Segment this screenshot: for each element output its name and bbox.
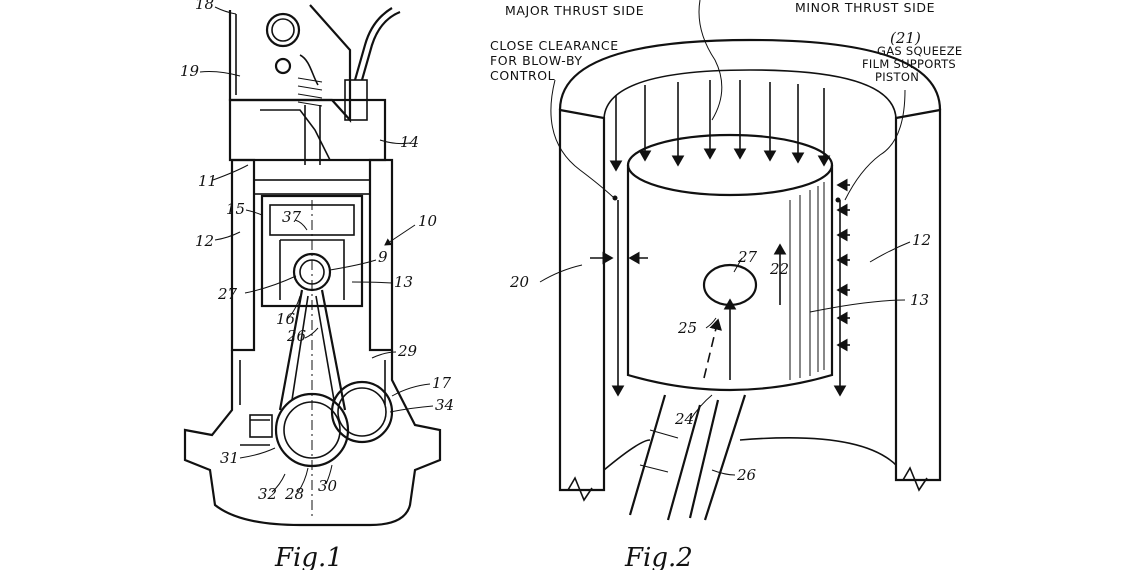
ref-19: 19 bbox=[180, 62, 200, 80]
ref-13: 13 bbox=[394, 273, 413, 291]
label-close-clearance-3: CONTROL bbox=[490, 68, 555, 83]
ref-28: 28 bbox=[284, 485, 304, 503]
figure-2-piston-bore: MAJOR THRUST SIDE MINOR THRUST SIDE CLOS… bbox=[490, 0, 962, 573]
ref-25: 25 bbox=[677, 319, 697, 337]
label-gas-squeeze-1: GAS SQUEEZE bbox=[877, 44, 962, 58]
ref-10: 10 bbox=[418, 212, 438, 230]
gas-pressure-arrows bbox=[609, 80, 831, 172]
ref-34: 34 bbox=[435, 396, 454, 414]
ref-29: 29 bbox=[397, 342, 418, 360]
ref-20: 20 bbox=[509, 273, 530, 291]
ref-16: 16 bbox=[276, 310, 296, 328]
figure-1-caption: Fig.1 bbox=[274, 543, 343, 570]
figure-2-caption: Fig.2 bbox=[624, 543, 693, 570]
ref-14: 14 bbox=[400, 133, 419, 151]
ref-12: 12 bbox=[195, 232, 214, 250]
ref-37: 37 bbox=[282, 208, 302, 226]
ref-21: (21) bbox=[890, 29, 921, 47]
ref-17: 17 bbox=[432, 374, 452, 392]
ref-11: 11 bbox=[198, 172, 217, 190]
ref-12-fig2: 12 bbox=[912, 231, 931, 249]
label-close-clearance-2: FOR BLOW-BY bbox=[490, 53, 583, 68]
ref-15: 15 bbox=[226, 200, 245, 218]
ref-24: 24 bbox=[674, 410, 694, 428]
ref-27: 27 bbox=[217, 285, 238, 303]
label-gas-squeeze-3: PISTON bbox=[875, 70, 919, 84]
ref-27-fig2: 27 bbox=[737, 248, 758, 266]
ref-18: 18 bbox=[195, 0, 214, 13]
label-major-thrust-side: MAJOR THRUST SIDE bbox=[505, 3, 644, 18]
figure-1-engine-section: 18 19 14 11 15 12 37 10 9 27 13 16 26 29… bbox=[180, 0, 454, 573]
ref-31: 31 bbox=[220, 449, 239, 467]
squeeze-film-arrows bbox=[836, 178, 850, 352]
ref-30: 30 bbox=[318, 477, 338, 495]
ref-26: 26 bbox=[286, 327, 307, 345]
ref-22: 22 bbox=[769, 260, 789, 278]
label-close-clearance-1: CLOSE CLEARANCE bbox=[490, 38, 619, 53]
ref-13-fig2: 13 bbox=[910, 291, 929, 309]
ref-26-fig2: 26 bbox=[736, 466, 757, 484]
ref-9: 9 bbox=[378, 248, 388, 266]
label-minor-thrust-side: MINOR THRUST SIDE bbox=[795, 0, 935, 15]
ref-32: 32 bbox=[258, 485, 277, 503]
